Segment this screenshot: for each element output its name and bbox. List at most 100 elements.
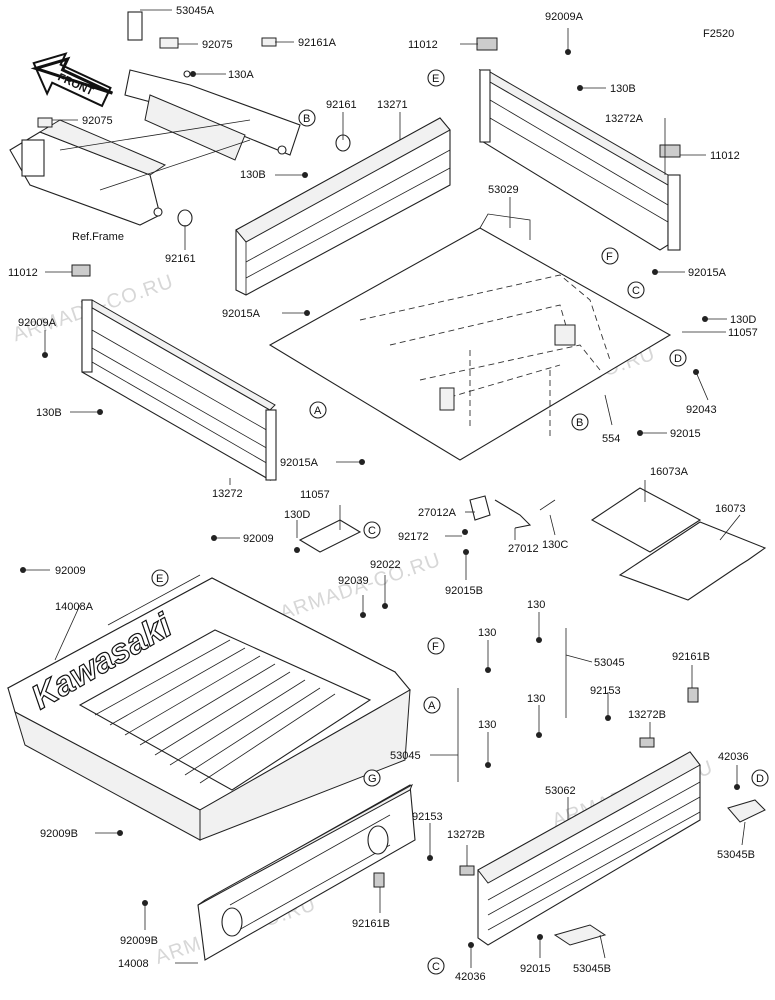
part-label: 130D — [284, 509, 310, 521]
part-label: 92009B — [40, 828, 78, 840]
svg-text:G: G — [368, 773, 377, 785]
ref-circle-F: F — [427, 637, 445, 655]
ref-circle-D: D — [669, 349, 687, 367]
svg-text:F: F — [606, 251, 613, 263]
deck-plate-53029 — [268, 213, 672, 461]
part-label: 42036 — [718, 751, 749, 763]
part-label: 92161B — [672, 651, 710, 663]
ref-circle-D: D — [751, 769, 769, 787]
ref-circle-C: C — [363, 521, 381, 539]
mats — [590, 487, 767, 601]
svg-text:C: C — [432, 961, 440, 973]
part-label: 53045A — [176, 5, 215, 17]
cargo-bed-14008A: Kawasaki — [6, 577, 411, 841]
part-label: 53045 — [594, 657, 625, 669]
part-label: 130 — [527, 599, 545, 611]
part-label: 14008 — [118, 958, 149, 970]
svg-text:D: D — [756, 773, 764, 785]
side-panel-13272 — [80, 299, 277, 481]
part-label: 130A — [228, 69, 254, 81]
part-label: 13272B — [628, 709, 666, 721]
diagram-code: F2520 — [703, 28, 734, 40]
side-panel-13272A — [478, 69, 681, 251]
part-label: 130B — [610, 83, 636, 95]
ref-circle-B: B — [298, 109, 316, 127]
part-label: 554 — [602, 433, 620, 445]
part-label: 92009B — [120, 935, 158, 947]
svg-text:D: D — [674, 353, 682, 365]
frame-assembly: Ref.Frame — [9, 11, 351, 243]
part-label: 130D — [730, 314, 756, 326]
part-label: 13272 — [212, 488, 243, 500]
part-label: 92015B — [445, 585, 483, 597]
part-label: 92009 — [55, 565, 86, 577]
part-label: 130B — [240, 169, 266, 181]
ref-circle-C: C — [427, 957, 445, 975]
part-label: 92153 — [412, 811, 443, 823]
ref-circle-E: E — [151, 569, 169, 587]
ref-circle-G: G — [363, 769, 381, 787]
part-label: 130C — [542, 539, 568, 551]
ref-frame-label: Ref.Frame — [72, 231, 124, 243]
part-label: 130 — [527, 693, 545, 705]
part-label: 92015 — [670, 428, 701, 440]
part-label: 92009A — [18, 317, 57, 329]
part-label: 92075 — [82, 115, 113, 127]
part-label: 92009A — [545, 11, 584, 23]
svg-text:C: C — [632, 285, 640, 297]
svg-text:A: A — [314, 405, 322, 417]
part-label: 92161 — [165, 253, 196, 265]
tailgate-53062 — [477, 751, 766, 946]
part-label: 92015A — [280, 457, 319, 469]
part-label: 13272B — [447, 829, 485, 841]
ref-circle-A: A — [423, 696, 441, 714]
part-label: 92075 — [202, 39, 233, 51]
part-label: 11012 — [8, 267, 38, 279]
part-label: 92015A — [222, 308, 261, 320]
part-label: 92015 — [520, 963, 551, 975]
part-label: 14008A — [55, 601, 94, 613]
part-label: 92172 — [398, 531, 429, 543]
ref-circle-E: E — [427, 69, 445, 87]
svg-text:B: B — [576, 417, 583, 429]
part-label: 92015A — [688, 267, 727, 279]
part-label: 42036 — [455, 971, 486, 983]
ref-circle-C: C — [627, 281, 645, 299]
reference-circles: E B A F C D B C E F A G D C — [151, 69, 769, 975]
svg-text:E: E — [432, 73, 439, 85]
tailgate-inner-14008 — [197, 783, 416, 961]
part-label: 92161A — [298, 37, 337, 49]
part-label: 92039 — [338, 575, 369, 587]
svg-text:C: C — [368, 525, 376, 537]
ref-circle-B: B — [571, 413, 589, 431]
part-label: 92161B — [352, 918, 390, 930]
part-label: 11012 — [408, 39, 438, 51]
part-label: 130 — [478, 627, 496, 639]
part-label: 92043 — [686, 404, 717, 416]
ref-circle-A: A — [309, 401, 327, 419]
part-label: 16073A — [650, 466, 689, 478]
svg-text:B: B — [303, 113, 310, 125]
part-label: 16073 — [715, 503, 746, 515]
part-label: 13271 — [377, 99, 408, 111]
part-label: 92153 — [590, 685, 621, 697]
front-arrow: FRONT — [30, 52, 114, 108]
part-label: 53029 — [488, 184, 519, 196]
part-label: 13272A — [605, 113, 644, 125]
part-label: 130 — [478, 719, 496, 731]
side-panel-13271 — [235, 117, 451, 296]
part-label: 53045B — [573, 963, 611, 975]
part-label: 11012 — [710, 150, 740, 162]
brackets — [298, 495, 556, 553]
part-labels: 53045A 92075 92161A 130A 92075 92161 132… — [8, 5, 758, 983]
part-label: 92161 — [326, 99, 357, 111]
part-label: 27012A — [418, 507, 457, 519]
cables — [457, 628, 567, 782]
svg-text:E: E — [156, 573, 163, 585]
part-label: 53045B — [717, 849, 755, 861]
part-label: 92009 — [243, 533, 274, 545]
part-label: 11057 — [728, 327, 758, 339]
part-label: 92022 — [370, 559, 401, 571]
part-label: 27012 — [508, 543, 539, 555]
